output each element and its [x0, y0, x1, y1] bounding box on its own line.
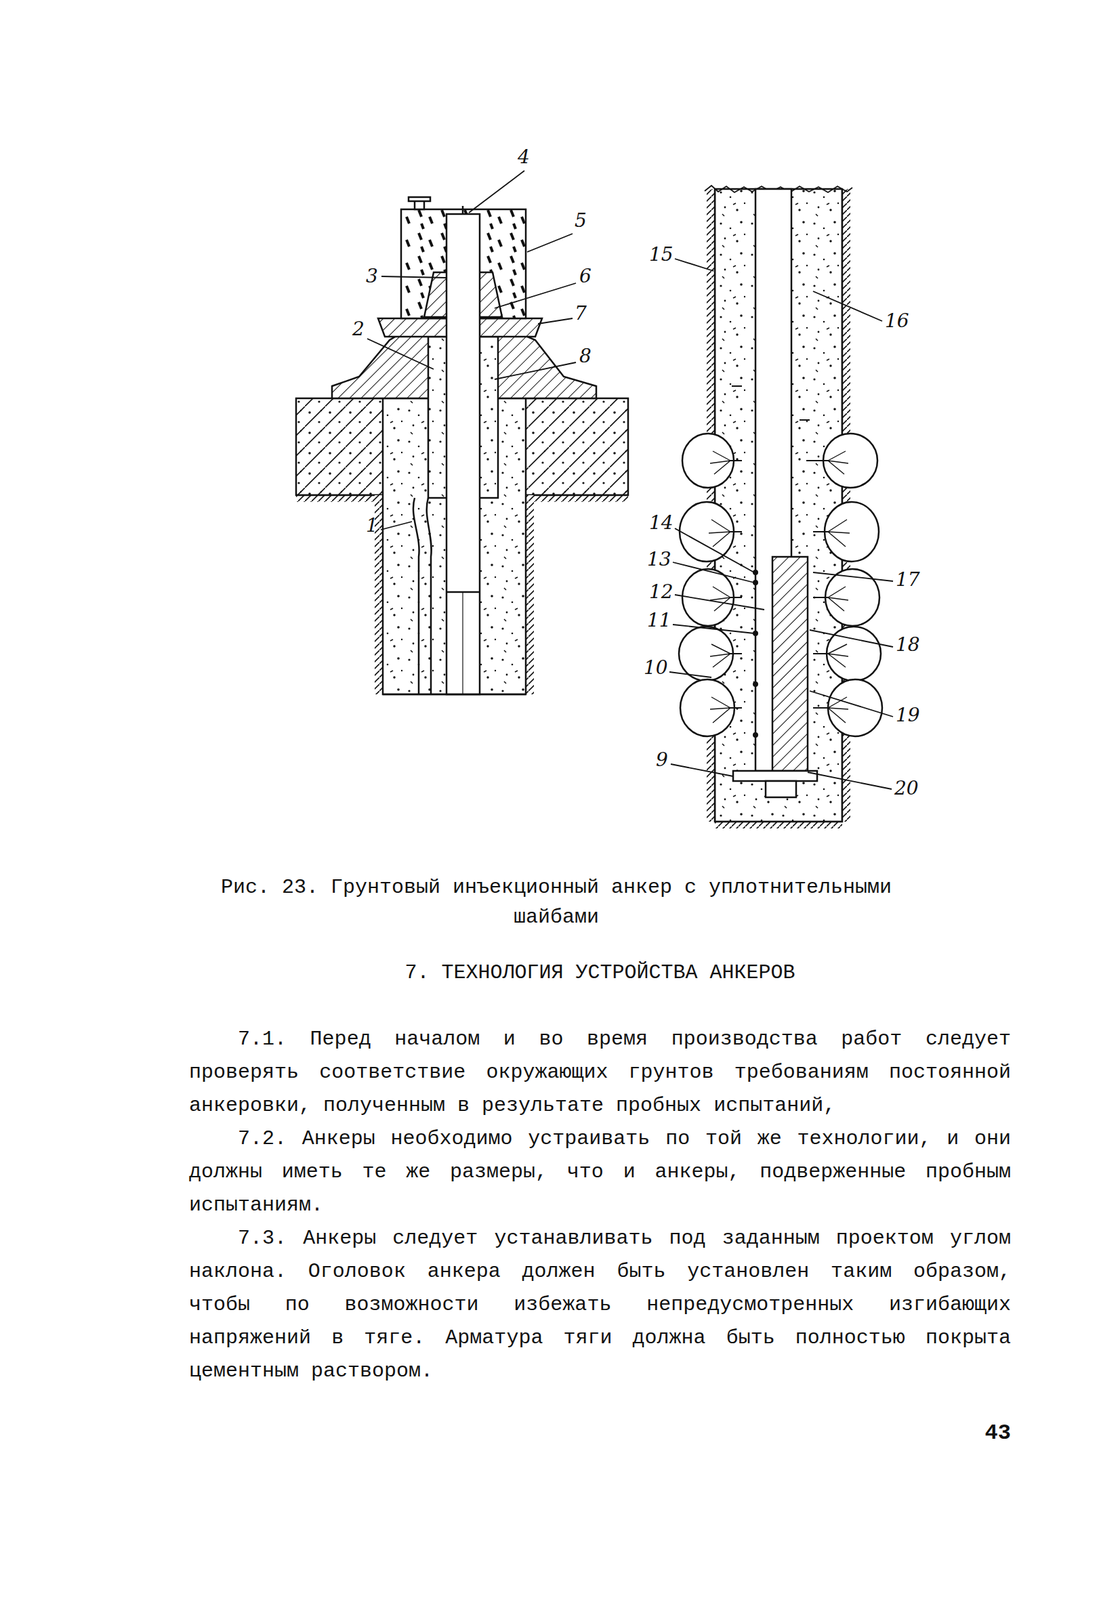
callout-number: 11 — [647, 609, 672, 632]
sheath — [772, 556, 808, 772]
callout-number: 8 — [579, 345, 592, 368]
callout-number: 3 — [365, 265, 379, 288]
callout-number: 2 — [352, 318, 365, 341]
callout-number: 18 — [895, 634, 921, 656]
anchor-plate — [733, 771, 818, 782]
callout-number: 6 — [579, 265, 592, 288]
callout-number: 4 — [517, 146, 530, 169]
paragraph: 7.2. Анкеры необходимо устраивать по той… — [189, 1122, 1011, 1223]
head-assembly — [296, 197, 629, 695]
leader-lines — [367, 170, 894, 790]
grout-column — [714, 189, 843, 822]
callout-number: 9 — [655, 749, 669, 772]
callout-number: 10 — [643, 657, 669, 679]
callout-number: 12 — [649, 581, 674, 604]
section-heading: 7. ТЕХНОЛОГИЯ УСТРОЙСТВА АНКЕРОВ — [189, 958, 1011, 988]
paragraph: 7.3. Анкеры следует устанавливать под за… — [189, 1222, 1011, 1389]
callout-number: 20 — [894, 777, 919, 800]
callout-number: 1 — [365, 514, 379, 537]
callout-number: 17 — [895, 569, 921, 591]
text-body: 7. ТЕХНОЛОГИЯ УСТРОЙСТВА АНКЕРОВ 7.1. Пер… — [189, 958, 1011, 1389]
callout-number: 15 — [649, 243, 674, 266]
callout-number: 19 — [895, 704, 921, 727]
end-nut — [765, 781, 797, 798]
tendon-rod — [446, 214, 480, 695]
callout-number: 13 — [647, 548, 672, 571]
callout-number: 5 — [574, 210, 587, 232]
callout-number: 16 — [884, 310, 910, 333]
page-number: 43 — [943, 1420, 1011, 1448]
figure-caption: Рис. 23. Грунтовый инъекционный анкер с … — [183, 872, 929, 933]
paragraph: 7.1. Перед началом и во время производст… — [189, 1023, 1011, 1123]
callout-number: 7 — [574, 302, 587, 325]
fixed-length — [678, 185, 883, 829]
callout-number: 14 — [649, 512, 674, 534]
